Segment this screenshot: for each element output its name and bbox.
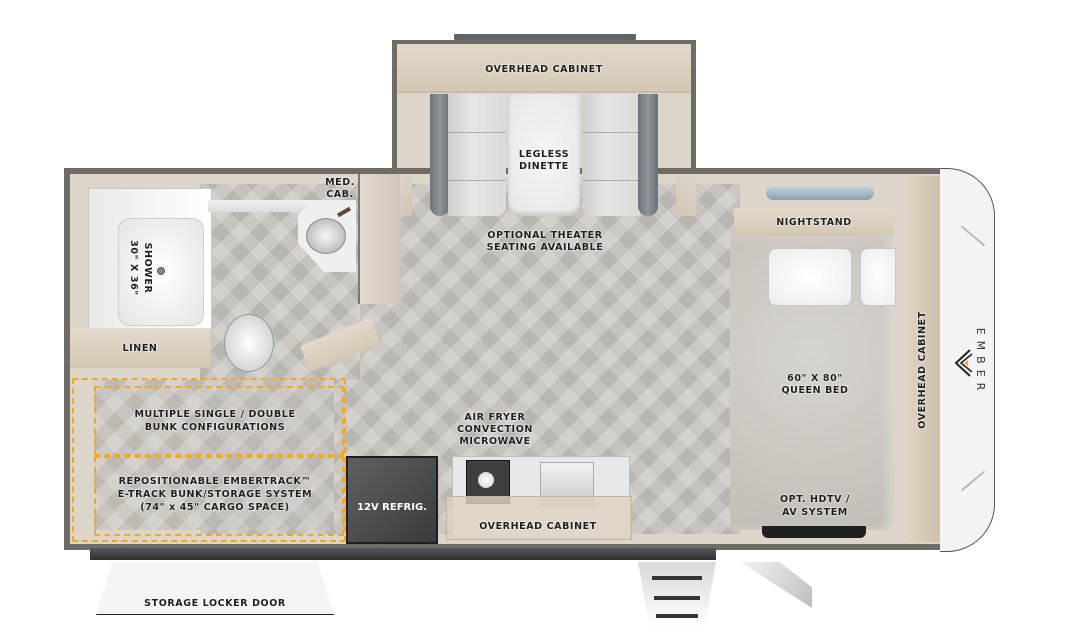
dinette-label-2: DINETTE <box>519 161 569 172</box>
ember-logo-icon <box>952 348 974 378</box>
dinette-label-1: LEGLESS <box>518 149 570 160</box>
dinette-right-seat <box>582 94 640 216</box>
cooktop-burner-icon <box>478 472 494 488</box>
bunk-upper-outline <box>94 386 344 456</box>
roof-vent <box>766 186 874 200</box>
theater-seating-label-2: SEATING AVAILABLE <box>486 242 604 253</box>
microwave-label-2: CONVECTION <box>457 424 533 435</box>
slideout-overhead-cabinet <box>397 44 691 93</box>
med-cab-label-2: CAB. <box>326 189 354 200</box>
entry-door[interactable] <box>740 562 812 608</box>
bunk-lower-outline <box>94 456 344 536</box>
slideout-roof-edge <box>454 34 636 40</box>
linen-cabinet <box>70 328 210 368</box>
med-cab-label-1: MED. <box>325 177 355 188</box>
brand-name: EMBER <box>974 327 987 397</box>
dinette-right-armrest <box>638 94 658 216</box>
shower-label-1: 30" X 36" <box>128 240 139 296</box>
dinette-left-seat <box>448 94 506 216</box>
bunk-lower-label-2: E-TRACK BUNK/STORAGE SYSTEM <box>117 489 313 500</box>
refrigerator[interactable] <box>346 456 438 544</box>
bed-label-1: 60" X 80" <box>787 373 843 384</box>
slideout-overhead-cabinet-label: OVERHEAD CABINET <box>485 64 603 75</box>
bunk-upper-label-1: MULTIPLE SINGLE / DOUBLE <box>134 409 296 420</box>
refrigerator-label: 12V REFRIG. <box>357 502 427 513</box>
shower-drain-icon <box>157 267 165 275</box>
bunk-upper-label-2: BUNK CONFIGURATIONS <box>144 422 286 433</box>
bath-partition <box>358 174 400 304</box>
theater-seating-label-1: OPTIONAL THEATER <box>487 230 603 241</box>
linen-label: LINEN <box>122 343 158 354</box>
slideout-right-angle <box>676 176 696 216</box>
entry-steps[interactable] <box>638 562 716 628</box>
nightstand <box>734 208 894 236</box>
bed-label-2: QUEEN BED <box>781 385 849 396</box>
tv-label-1: OPT. HDTV / <box>779 494 851 505</box>
kitchen-overhead-cabinet <box>446 496 632 540</box>
front-overhead-cabinet-label: OVERHEAD CABINET <box>917 311 928 429</box>
bath-sink[interactable] <box>306 218 346 254</box>
tv-icon <box>762 526 866 538</box>
microwave-label-1: AIR FRYER <box>464 412 526 423</box>
shower-label-2: SHOWER <box>142 242 153 294</box>
storage-locker-door[interactable] <box>96 562 334 615</box>
storage-locker-door-label: STORAGE LOCKER DOOR <box>144 598 286 609</box>
bunk-outline-outer <box>72 378 346 542</box>
pillow-left <box>768 248 852 306</box>
bottom-frame <box>90 548 716 560</box>
microwave-label-3: MICROWAVE <box>459 436 531 447</box>
bunk-lower-label-3: (74" x 45" CARGO SPACE) <box>140 502 290 513</box>
bunk-lower-label-1: REPOSITIONABLE EMBERTRACK™ <box>118 476 312 487</box>
pillow-right <box>860 248 896 306</box>
dinette-left-armrest <box>430 94 450 216</box>
toilet[interactable] <box>224 314 274 372</box>
kitchen-overhead-cabinet-label: OVERHEAD CABINET <box>479 521 597 532</box>
tv-label-2: AV SYSTEM <box>782 507 848 518</box>
front-overhead-cabinet <box>904 176 940 542</box>
dinette-table[interactable] <box>508 94 580 216</box>
nightstand-label: NIGHTSTAND <box>776 217 852 228</box>
